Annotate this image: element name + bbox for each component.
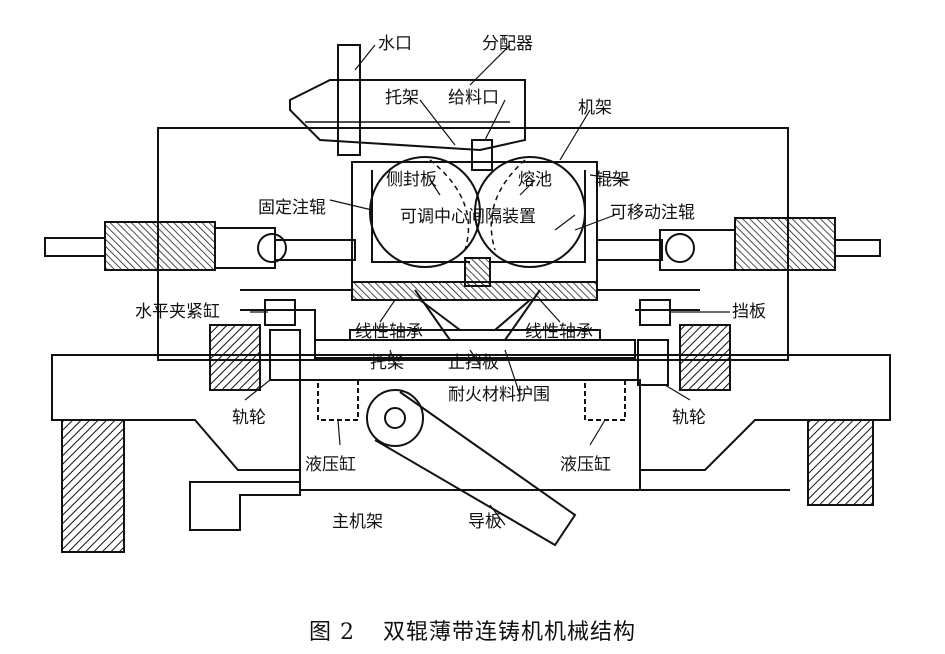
main-frame-lower [299,379,641,491]
hclamp-left [264,299,296,326]
roll-base-plate [351,281,598,301]
label-hydraulic-cylinder-right: 液压缸 [560,455,611,475]
label-fixed-roll: 固定注辊 [258,198,326,218]
label-molten-pool: 熔池 [518,170,552,190]
hydraulic-right [584,379,626,421]
support-links [414,289,541,341]
guide-plate-pivot [366,389,424,447]
roll-box-left [371,170,470,263]
label-stop-plate: 止挡板 [448,353,499,373]
right-clamp-body [734,217,836,271]
label-main-frame: 主机架 [332,512,383,532]
left-clamp-body [104,221,216,271]
water-nozzle [337,44,361,156]
figure-number: 图 2 [308,620,355,645]
label-support-beam: 托梁 [370,353,404,373]
right-wheel [665,233,695,263]
feed-nozzle [471,139,493,171]
hydraulic-left [317,379,359,421]
left-clamp-2 [214,227,276,269]
wheel-block-left [209,324,261,391]
figure-caption: 图 2 双辊薄带连铸机机械结构 [0,614,945,646]
label-linear-bearing-left: 线性轴承 [355,322,423,342]
figure-title: 双辊薄带连铸机机械结构 [382,620,636,645]
label-rail-wheel-right: 轨轮 [672,408,706,428]
main-frame-base [189,481,301,531]
label-frame: 机架 [578,98,612,118]
label-horizontal-clamp-cylinder: 水平夹紧缸 [135,302,220,322]
label-linear-bearing-right: 线性轴承 [525,322,593,342]
left-clamp-3 [274,239,356,261]
side-rail-left [240,289,352,340]
dashed-arc [429,159,470,251]
label-feed-port: 给料口 [448,88,499,108]
label-rail-wheel-left: 轨轮 [232,408,266,428]
label-gap-device: 可调中心间隔装置 [400,207,536,227]
label-distributor: 分配器 [482,34,533,54]
label-bracket: 托架 [385,88,419,108]
hclamp-right [639,299,671,326]
fixed-roll [369,156,481,268]
guide-plate-pivot-inner [384,407,406,429]
label-movable-roll: 可移动注辊 [610,203,695,223]
right-rod [834,239,881,257]
roll-box-right [490,170,586,263]
label-baffle: 挡板 [732,302,766,322]
stop-plate [349,329,601,341]
side-rail-right [597,289,700,311]
dashed-arc-2 [490,159,526,251]
rail-wheel-left [269,329,301,381]
guide-plate [374,391,577,547]
label-water-inlet: 水口 [378,34,412,54]
label-side-plate: 侧封板 [386,170,437,190]
label-hydraulic-cylinder-left: 液压缸 [305,455,356,475]
right-clamp-2 [659,229,736,271]
left-wheel [257,233,287,263]
column-left [61,419,125,553]
wheel-block-right [679,324,731,391]
rail-wheel-right [637,339,669,386]
column-right [807,419,874,506]
leader-lines [244,44,730,526]
label-guide-plate: 导板 [468,512,502,532]
left-rod [44,237,106,257]
label-roll-frame: 辊架 [595,170,629,190]
label-refractory-enclosure: 耐火材料护围 [448,385,550,405]
distributor [289,79,526,152]
right-clamp-3 [596,239,663,261]
